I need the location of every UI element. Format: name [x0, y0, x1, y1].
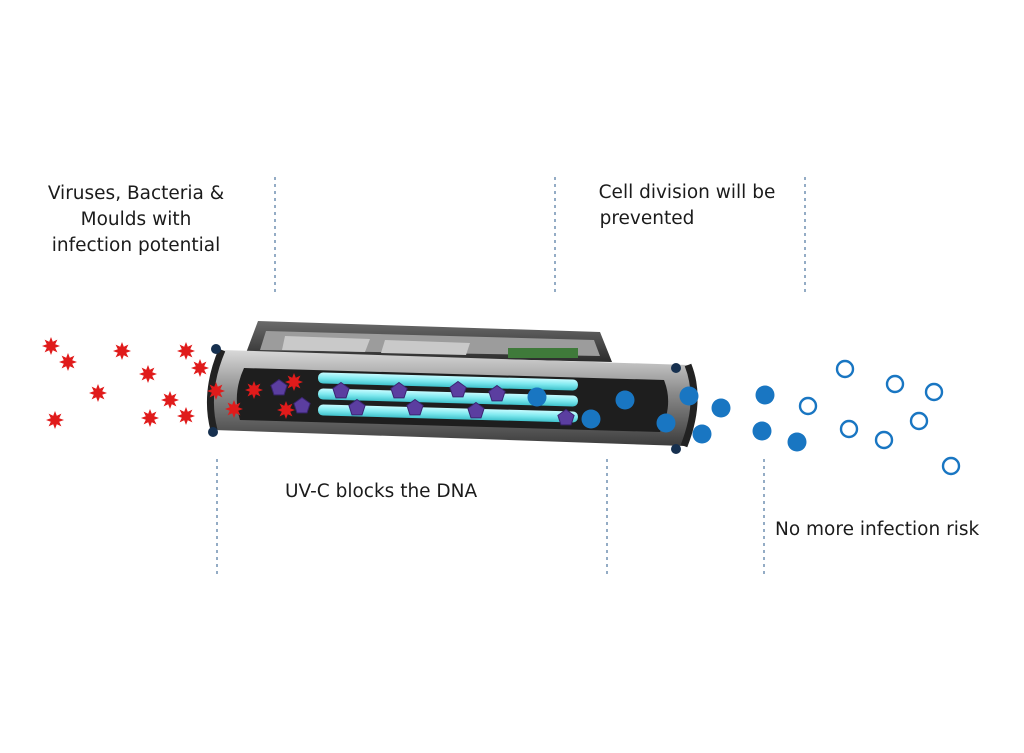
blue-dot-icon: [679, 386, 699, 406]
hollow-blue-circle-icon: [924, 382, 944, 402]
blue-dot-icon: [752, 421, 772, 441]
red-star-icon: [141, 409, 159, 427]
virus-particles: [42, 337, 303, 429]
hollow-blue-circle-icon: [941, 456, 961, 476]
inactivated-cells: [527, 385, 807, 452]
blue-dot-icon: [656, 413, 676, 433]
blue-dot-icon: [527, 387, 547, 407]
red-star-icon: [113, 342, 131, 360]
red-star-icon: [139, 365, 157, 383]
purple-pentagon-icon: [348, 398, 366, 416]
dna-blocked-particles: [270, 378, 575, 426]
red-star-icon: [177, 407, 195, 425]
purple-pentagon-icon: [270, 378, 288, 396]
purple-pentagon-icon: [293, 396, 311, 414]
red-star-icon: [285, 373, 303, 391]
purple-pentagon-icon: [467, 401, 485, 419]
hollow-blue-circle-icon: [835, 359, 855, 379]
red-star-icon: [59, 353, 77, 371]
purple-pentagon-icon: [390, 381, 408, 399]
purple-pentagon-icon: [406, 398, 424, 416]
hollow-blue-circle-icon: [874, 430, 894, 450]
red-star-icon: [161, 391, 179, 409]
red-star-icon: [225, 400, 243, 418]
cell-division-line-1: Cell division will be: [598, 182, 776, 203]
uvc-label: UV-C blocks the DNA: [285, 481, 478, 502]
red-star-icon: [89, 384, 107, 402]
blue-dot-icon: [711, 398, 731, 418]
device-pcb: [508, 348, 578, 358]
no-infection-risk-label: No more infection risk: [775, 519, 980, 540]
hollow-blue-circle-icon: [885, 374, 905, 394]
stage-dividers: [216, 177, 806, 577]
blue-dot-icon: [692, 424, 712, 444]
red-star-icon: [42, 337, 60, 355]
red-star-icon: [46, 411, 64, 429]
blue-dot-icon: [787, 432, 807, 452]
hollow-blue-circle-icon: [798, 396, 818, 416]
red-star-icon: [277, 401, 295, 419]
infectious-agents-label: Viruses, Bacteria & Moulds with infectio…: [30, 181, 242, 259]
hollow-blue-circle-icon: [909, 411, 929, 431]
infectious-agents-line-2: Moulds with: [80, 209, 192, 230]
red-star-icon: [245, 381, 263, 399]
red-star-icon: [207, 382, 225, 400]
cell-division-line-2: prevented: [599, 208, 695, 229]
cell-division-label: Cell division will be prevented: [580, 180, 794, 232]
harmless-particles: [798, 359, 961, 476]
purple-pentagon-icon: [449, 380, 467, 398]
infectious-agents-line-1: Viruses, Bacteria &: [47, 183, 225, 204]
red-star-icon: [191, 359, 209, 377]
hollow-blue-circle-icon: [839, 419, 859, 439]
blue-dot-icon: [581, 409, 601, 429]
purple-pentagon-icon: [488, 384, 506, 402]
uv-lamps: [318, 372, 578, 423]
infectious-agents-line-3: infection potential: [51, 235, 221, 256]
blue-dot-icon: [755, 385, 775, 405]
blue-dot-icon: [615, 390, 635, 410]
purple-pentagon-icon: [332, 381, 350, 399]
purple-pentagon-icon: [557, 408, 575, 426]
red-star-icon: [177, 342, 195, 360]
